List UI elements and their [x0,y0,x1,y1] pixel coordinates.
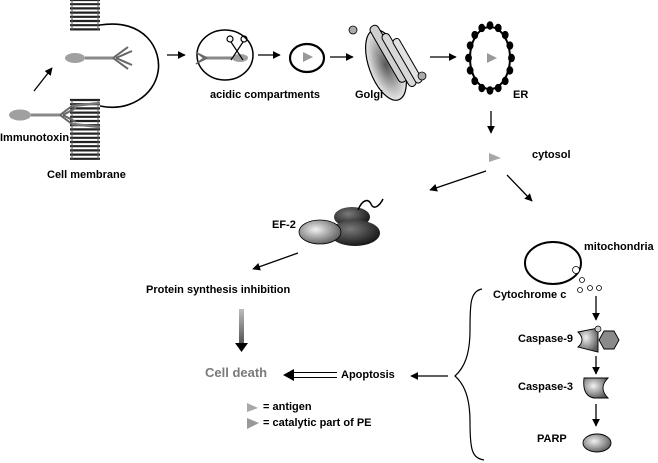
label-golgi: Golgi [355,89,384,101]
cell-membrane [70,0,100,160]
ribosome [506,41,514,50]
label-acidic-compartments: acidic compartments [210,89,321,101]
label-caspase9: Caspase-9 [518,333,574,345]
caspase9-shape [577,325,620,353]
ribosome [466,41,474,50]
ribosome [478,83,486,93]
catalytic-fragment-cytosol [489,153,501,162]
caspase3-shape [583,377,610,399]
ribosome [508,53,515,63]
ribosome [494,83,502,93]
ribosome [465,53,472,63]
legend-antigen-symbol [247,403,258,412]
ribosomes [465,21,515,95]
membrane-segment-top [70,0,100,31]
grouping-brace [454,288,485,461]
ribosome [478,23,486,33]
legend-catalytic-text: = catalytic part of PE [263,417,372,429]
endosome [195,29,254,81]
label-cytochrome-c: Cytochrome c [493,289,567,301]
legend-antigen-text: = antigen [263,401,312,413]
arrow-to-ef2 [429,170,487,192]
ribosome [506,66,514,75]
label-cell-death: Cell death [205,365,268,380]
arrow-apoptosis-to-death [283,369,337,381]
ribosome [494,23,502,33]
parp-shape [582,433,612,453]
ribosome [501,76,509,86]
arrow-to-mitochondria [506,174,533,202]
ribosome [501,30,509,40]
ribosome [466,66,474,75]
ribosome [471,30,479,40]
label-er: ER [513,89,529,101]
label-protein-synthesis-inhibition: Protein synthesis inhibition [146,284,291,296]
legend-catalytic-symbol [247,418,259,429]
ribosome [471,76,479,86]
endoplasmic-reticulum [465,21,515,95]
label-ef2: EF-2 [272,219,296,231]
arrow-inhibition-to-death [235,309,248,352]
label-parp: PARP [537,433,567,445]
golgi-apparatus [348,24,427,101]
ef2-ribosome-complex [298,198,384,246]
mitochondrion [524,241,582,285]
endocytic-pit [99,23,160,108]
ribosome [486,21,494,30]
label-apoptosis: Apoptosis [341,369,395,381]
surface-immunotoxin [9,101,101,129]
label-caspase3: Caspase-3 [518,381,574,393]
label-cell-membrane: Cell membrane [47,169,126,181]
label-immunotoxin: Immunotoxin [0,132,70,144]
internalized-immunotoxin [65,46,133,70]
vesicle [288,42,326,74]
label-mitochondria: mitochondria [584,241,654,253]
arrow-internalization [33,67,53,92]
cytochrome-c-molecules [577,277,602,293]
label-cytosol: cytosol [532,149,571,161]
scissors-icon [226,35,248,61]
arrow-to-protein-inhibition [252,252,299,271]
ribosome [486,86,494,95]
